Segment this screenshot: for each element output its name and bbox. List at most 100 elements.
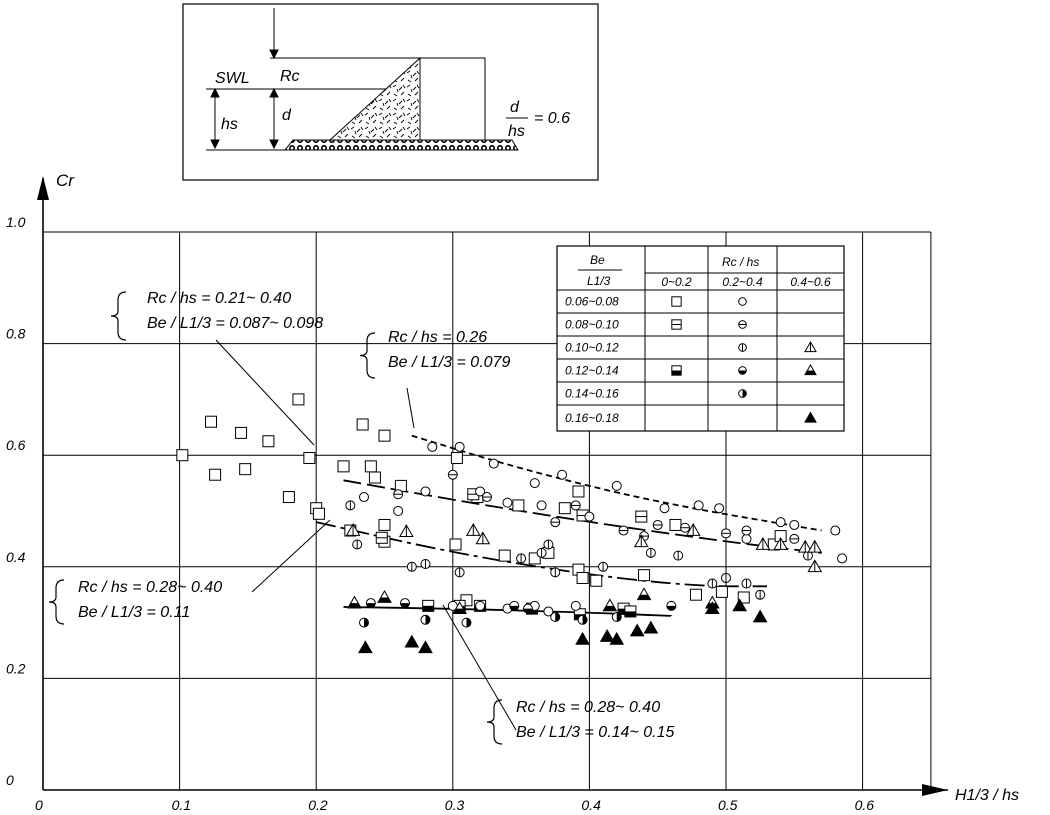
inset-swl-label: SWL <box>215 70 250 87</box>
annotation-part: = 0.11 <box>142 604 190 621</box>
inset-caisson <box>419 57 486 141</box>
annotation-part: = 0.28~ 0.40 <box>566 699 660 716</box>
marker-circle-halfbottom <box>509 600 520 611</box>
marker-square <box>368 471 381 484</box>
marker-square-halfbottom <box>624 605 637 618</box>
annotation-part: = 0.079 <box>452 354 510 371</box>
marker-triangle-filled <box>732 598 748 612</box>
annotation-part: L1/3 <box>175 315 211 332</box>
marker-circle <box>536 500 547 511</box>
marker-circle-hbar <box>789 533 800 544</box>
annotation-part: = 0.14~ 0.15 <box>580 724 674 741</box>
marker-circle-halfright <box>461 617 472 628</box>
marker-square <box>737 591 750 604</box>
annotation-part: / <box>536 724 546 741</box>
marker-circle <box>488 458 499 469</box>
annotation-part: Be <box>388 354 408 371</box>
marker-circle-vbar <box>721 572 731 583</box>
marker-circle-vbar <box>645 547 656 558</box>
marker-circle <box>741 533 752 544</box>
y-tick-label: 0 <box>6 772 14 788</box>
marker-triangle-vbar <box>807 539 823 553</box>
marker-triangle-vbar <box>685 523 701 536</box>
marker-circle <box>738 297 747 306</box>
marker-square <box>176 449 189 462</box>
annotation-leader <box>251 519 331 593</box>
marker-circle-halfbottom <box>365 598 376 609</box>
x-axis-arrow <box>922 784 948 796</box>
marker-square-halfbottom <box>422 599 435 612</box>
annotation-leaders <box>215 339 517 731</box>
annotation-leader <box>215 339 315 446</box>
marker-triangle-vbar <box>807 559 823 573</box>
annotation-line: Rc / hs = 0.28~ 0.40 <box>516 699 660 716</box>
annotation-part: hs <box>175 290 196 307</box>
legend-row-label: 0.12~0.14 <box>565 364 619 378</box>
marker-circle-halfright <box>550 612 561 623</box>
legend-header-l: L1/3 <box>587 274 611 288</box>
annotation-part: / <box>167 290 177 307</box>
marker-square <box>590 574 603 587</box>
legend-col-label: 0.2~0.4 <box>722 275 763 289</box>
marker-circle-halfright <box>611 612 622 623</box>
legend-row-label: 0.16~0.18 <box>565 411 619 425</box>
annotation-part: Be <box>147 315 167 332</box>
y-axis-label: Cr <box>56 171 75 190</box>
inset-dimension-arrows <box>210 8 279 150</box>
y-tick-label: 0.6 <box>6 437 26 453</box>
annotation-line: Be / L1/3 = 0.11 <box>78 604 190 621</box>
marker-square-hbar <box>375 531 388 544</box>
marker-circle-halfright <box>359 617 370 628</box>
annotation-part: Be <box>516 724 536 741</box>
inset-ratio-den: hs <box>508 123 525 140</box>
marker-circle-vbar <box>738 343 747 352</box>
marker-circle <box>420 486 431 497</box>
marker-circle <box>502 497 513 508</box>
marker-square <box>205 415 218 428</box>
marker-triangle-vbar <box>398 524 414 538</box>
marker-circle-vbar <box>345 500 356 511</box>
x-tick-label: 0.2 <box>308 797 328 813</box>
marker-circle <box>830 525 841 536</box>
marker-triangle-filled <box>643 620 659 634</box>
marker-triangle-filled <box>752 609 768 623</box>
marker-circle-vbar <box>420 559 431 570</box>
marker-circle-vbar <box>536 547 547 558</box>
annotation-part: / <box>167 315 177 332</box>
marker-circle-halfbottom <box>522 603 533 614</box>
x-tick-label: 0.4 <box>581 797 601 813</box>
annotation-part: / <box>98 579 108 596</box>
marker-circle-halfright <box>577 614 588 625</box>
marker-circle <box>570 600 581 611</box>
annotation-brace <box>48 579 65 625</box>
marker-square <box>378 429 391 442</box>
marker-circle-hbar <box>680 522 691 533</box>
annotation-part: Rc <box>516 699 536 716</box>
marker-square-halfbottom <box>671 365 682 376</box>
annotation-leader <box>406 387 415 429</box>
inset-ratio-value: = 0.6 <box>534 110 570 127</box>
inset-hs-label: hs <box>221 116 238 133</box>
legend-header-rc: Rc / hs <box>722 255 759 269</box>
marker-square <box>282 491 295 504</box>
marker-circle-hbar <box>738 320 747 329</box>
fit-curve-solid <box>343 606 672 617</box>
marker-circle-hbar <box>570 500 581 511</box>
y-axis-arrow <box>37 176 49 200</box>
marker-square <box>498 549 511 562</box>
legend-row-label: 0.08~0.10 <box>565 318 619 332</box>
marker-square <box>303 451 316 464</box>
marker-triangle-filled <box>629 623 645 637</box>
annotation-part: hs <box>106 579 127 596</box>
marker-square <box>209 468 222 481</box>
legend-col-label: 0~0.2 <box>661 275 692 289</box>
marker-circle-hbar <box>721 528 731 539</box>
marker-circle-hbar <box>652 519 663 530</box>
marker-triangle-filled <box>704 601 720 615</box>
marker-circle <box>584 511 595 522</box>
